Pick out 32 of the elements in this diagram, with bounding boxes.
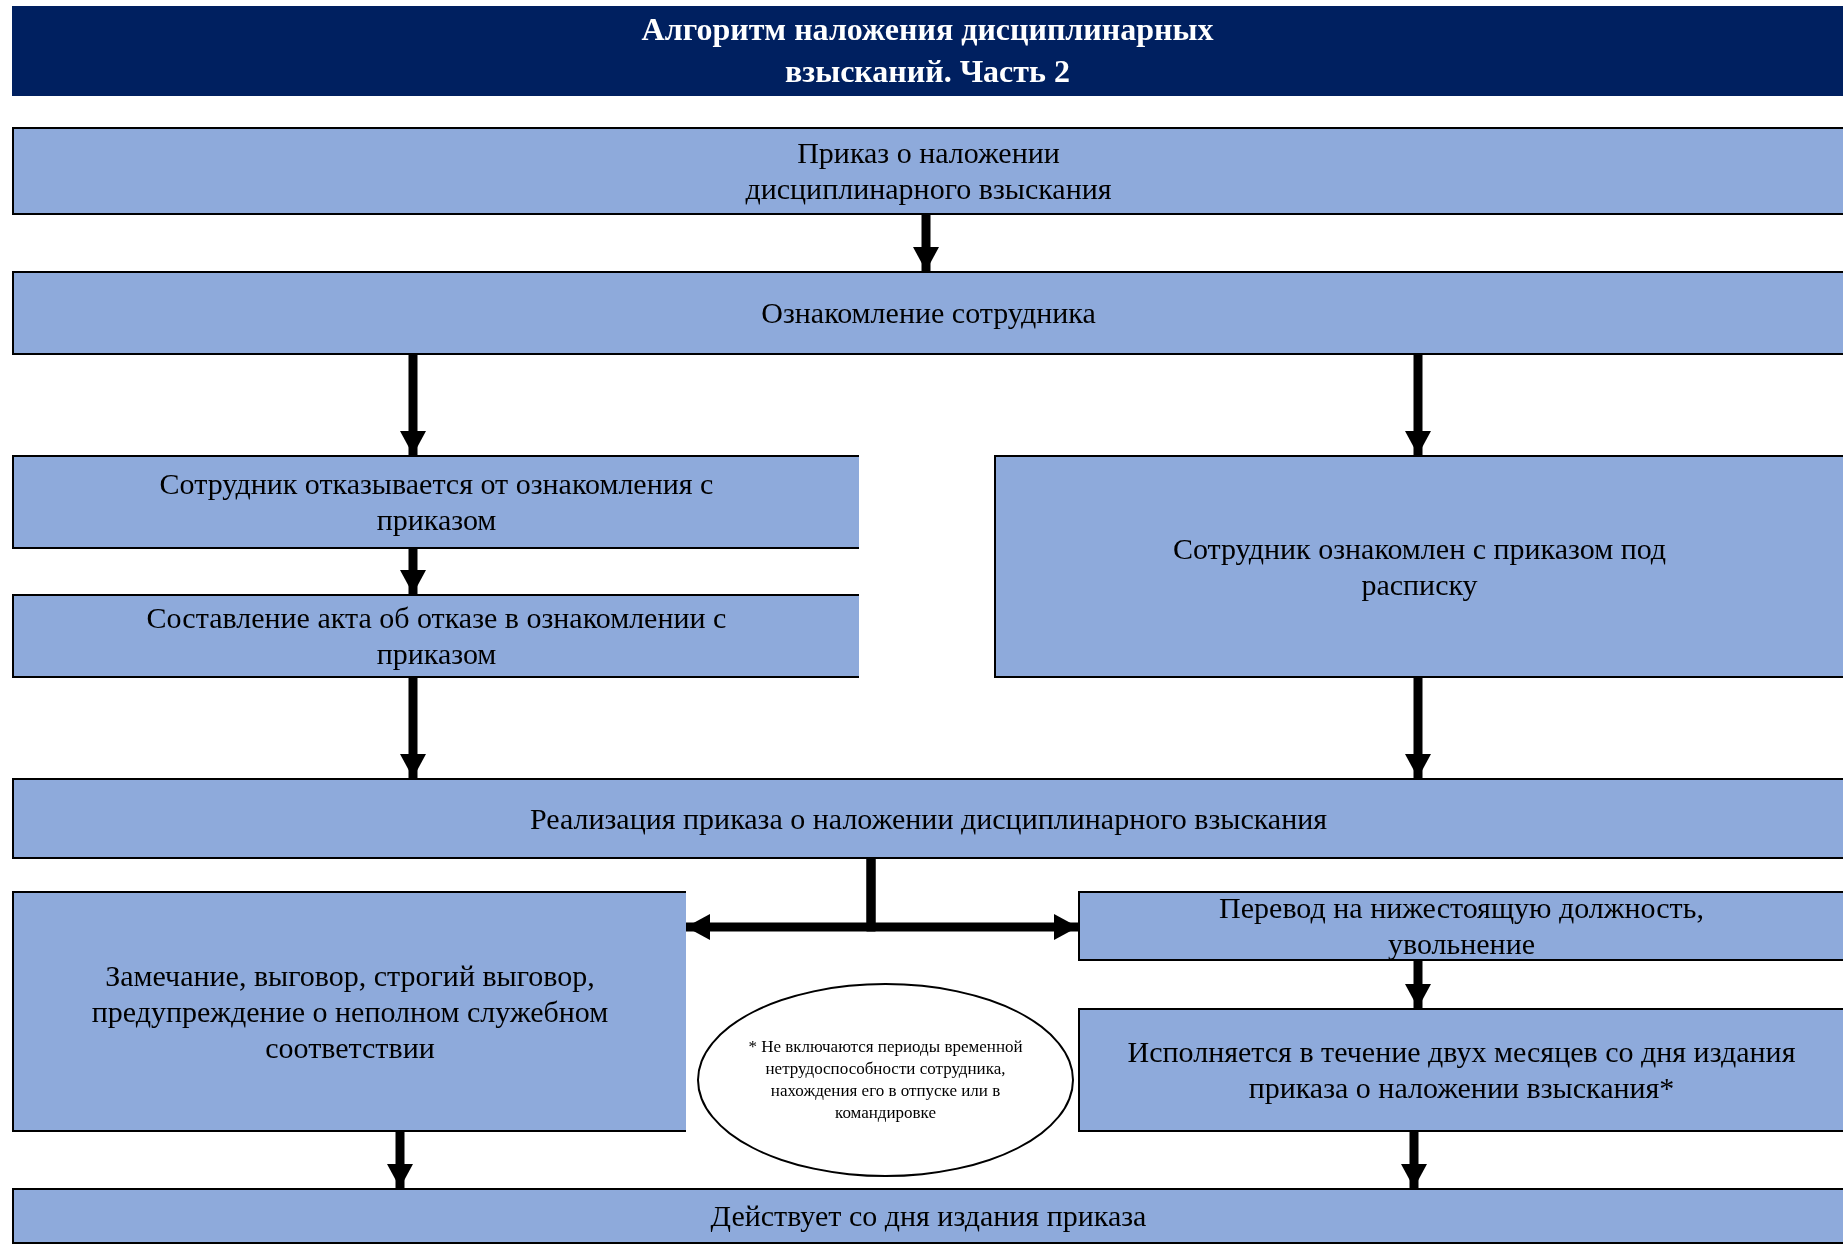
process-box [12, 778, 1843, 859]
box-label: Сотрудник ознакомлен с приказом под расписку [1171, 530, 1668, 603]
arrow [1401, 1132, 1427, 1188]
box-label: Замечание, выговор, строгий выговор, предупреждение о неполном служебном соответствии [90, 957, 610, 1066]
box-label: Перевод на нижестоящую должность, увольнение [1218, 890, 1705, 962]
arrow [1405, 961, 1431, 1008]
title: Алгоритм наложения дисциплинарных взысканий. Часть 2 [640, 10, 1215, 91]
arrow [913, 215, 939, 271]
box-label: Ознакомление сотрудника [761, 295, 1096, 331]
box-label: Приказ о наложении дисциплинарного взыскания [744, 135, 1113, 207]
box-label: Реализация приказа о наложении дисциплинарного взыскания [529, 800, 1328, 837]
footnote-text: * Не включаются периоды временной нетрудоспособности сотрудника, нахождения его в отпуске или в командировке [747, 1035, 1024, 1125]
process-box [12, 127, 1843, 215]
process-box [994, 455, 1843, 678]
arrow [387, 1132, 413, 1188]
box-label: Действует со дня издания приказа [710, 1198, 1147, 1234]
arrow [400, 549, 426, 594]
process-box [12, 455, 859, 549]
process-box [1078, 1008, 1843, 1132]
process-box [12, 1188, 1843, 1244]
box-label: Составление акта об отказе в ознакомлении с приказом [145, 600, 728, 672]
process-box [12, 271, 1843, 355]
arrow [866, 859, 1078, 940]
box-label: Исполняется в течение двух месяцев со дня издания приказа о наложении взыскания* [1126, 1034, 1797, 1106]
process-box [1078, 891, 1843, 961]
process-box [12, 891, 686, 1132]
process-box [12, 594, 859, 678]
arrow [400, 355, 426, 455]
arrow [1405, 355, 1431, 455]
arrow [400, 678, 426, 778]
box-label: Сотрудник отказывается от ознакомления с приказом [158, 466, 715, 538]
arrow [1405, 678, 1431, 778]
